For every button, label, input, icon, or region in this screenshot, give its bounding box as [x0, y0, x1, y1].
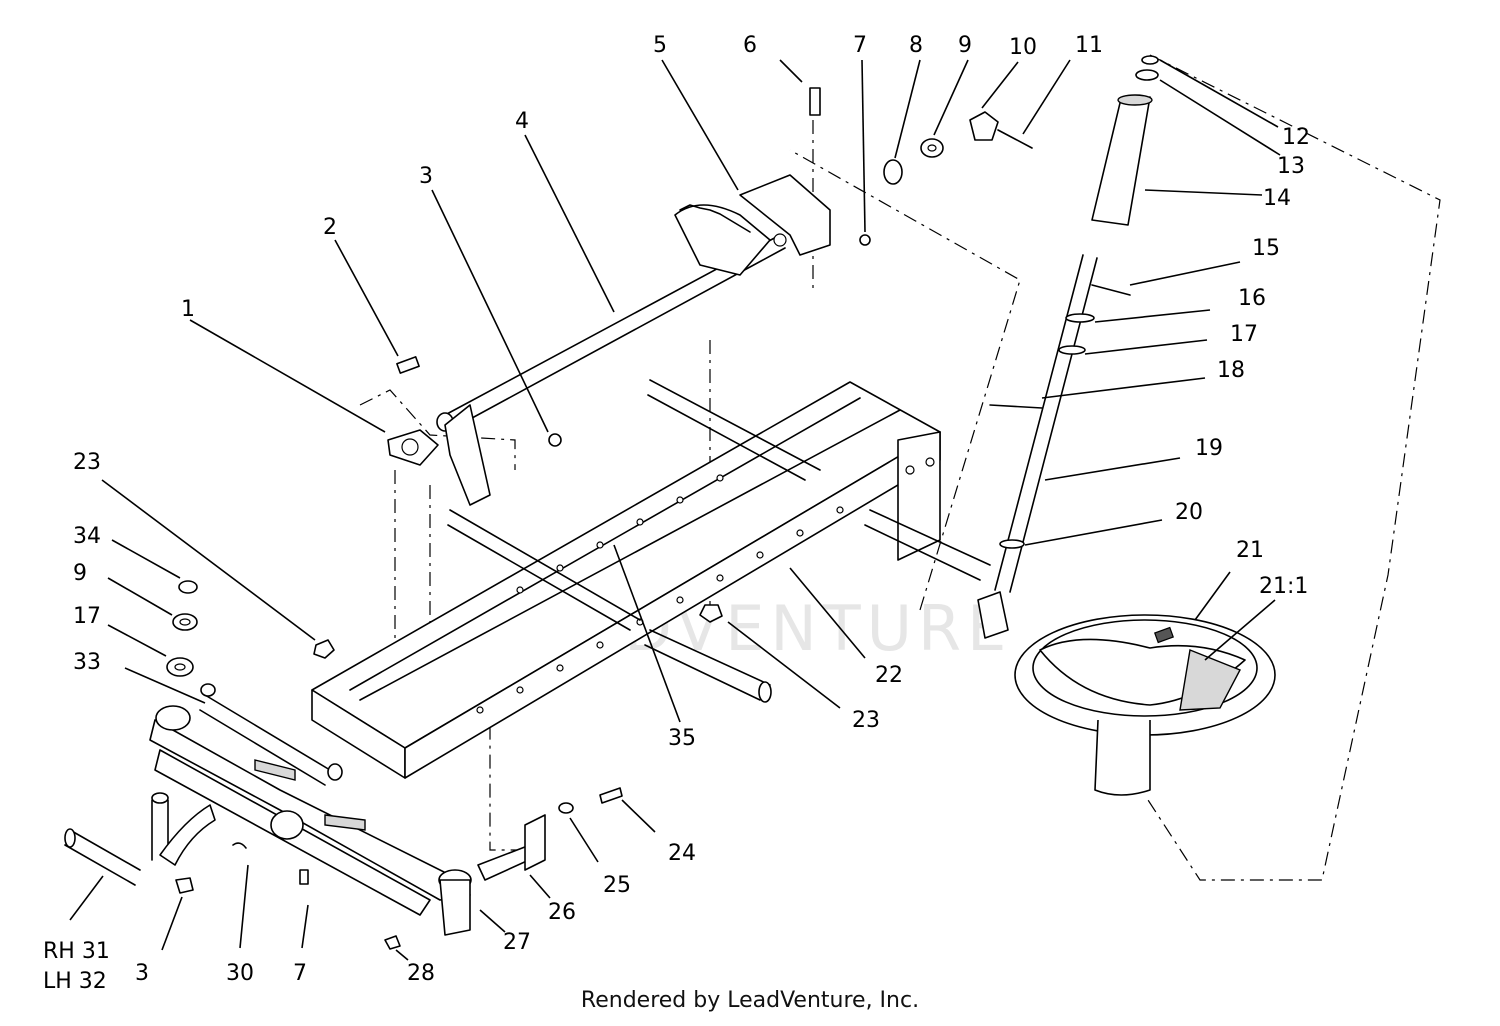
- callout-17-left: 17: [73, 604, 101, 629]
- callout-3-lower: 3: [135, 961, 149, 986]
- callout-23-right: 23: [852, 708, 880, 733]
- callout-6: 6: [743, 33, 757, 58]
- callout-9-lower: 9: [73, 561, 87, 586]
- callout-26: 26: [548, 900, 576, 925]
- callout-14: 14: [1263, 186, 1291, 211]
- callout-1: 1: [181, 297, 195, 322]
- callout-16: 16: [1238, 286, 1266, 311]
- steering-wheel: [1014, 614, 1276, 796]
- callout-25: 25: [603, 873, 631, 898]
- lower-hardware: [166, 580, 623, 950]
- callout-11: 11: [1075, 33, 1103, 58]
- callout-23-left: 23: [73, 450, 101, 475]
- callout-30: 30: [226, 961, 254, 986]
- callout-10: 10: [1009, 35, 1037, 60]
- callout-labels: 1 2 3 4 5 6 7 8 9 10 11 12 13 14 15 16 1…: [43, 33, 1310, 994]
- steering-column: [977, 55, 1159, 639]
- callout-lh-32: LH 32: [43, 969, 107, 994]
- callout-18: 18: [1217, 358, 1245, 383]
- callout-2: 2: [323, 215, 337, 240]
- spindle: [64, 792, 216, 886]
- callout-22: 22: [875, 663, 903, 688]
- credit-line: Rendered by LeadVenture, Inc.: [580, 988, 920, 1013]
- frame-rail: [311, 381, 941, 779]
- callout-21: 21: [1236, 538, 1264, 563]
- callout-7-upper: 7: [853, 33, 867, 58]
- leader-lines: [69, 59, 1281, 961]
- callout-35: 35: [668, 726, 696, 751]
- upper-hardware: [313, 87, 1033, 659]
- callout-3-upper: 3: [419, 164, 433, 189]
- callout-19: 19: [1195, 436, 1223, 461]
- front-axle: [149, 683, 472, 936]
- cross-tubes: [447, 379, 991, 703]
- callout-17-right: 17: [1230, 322, 1258, 347]
- callout-34: 34: [73, 524, 101, 549]
- callout-27: 27: [503, 930, 531, 955]
- callout-8: 8: [909, 33, 923, 58]
- frame-holes: [476, 457, 935, 714]
- callout-5: 5: [653, 33, 667, 58]
- callout-13: 13: [1277, 154, 1305, 179]
- callout-24: 24: [668, 841, 696, 866]
- callout-28: 28: [407, 961, 435, 986]
- callout-20: 20: [1175, 500, 1203, 525]
- callout-12: 12: [1282, 125, 1310, 150]
- callout-7-lower: 7: [293, 961, 307, 986]
- steering-shaft: [436, 174, 831, 506]
- callout-9-upper: 9: [958, 33, 972, 58]
- callout-15: 15: [1252, 236, 1280, 261]
- callout-rh-31: RH 31: [43, 939, 110, 964]
- callout-33: 33: [73, 650, 101, 675]
- callout-4: 4: [515, 109, 529, 134]
- callout-21-1: 21:1: [1259, 574, 1308, 599]
